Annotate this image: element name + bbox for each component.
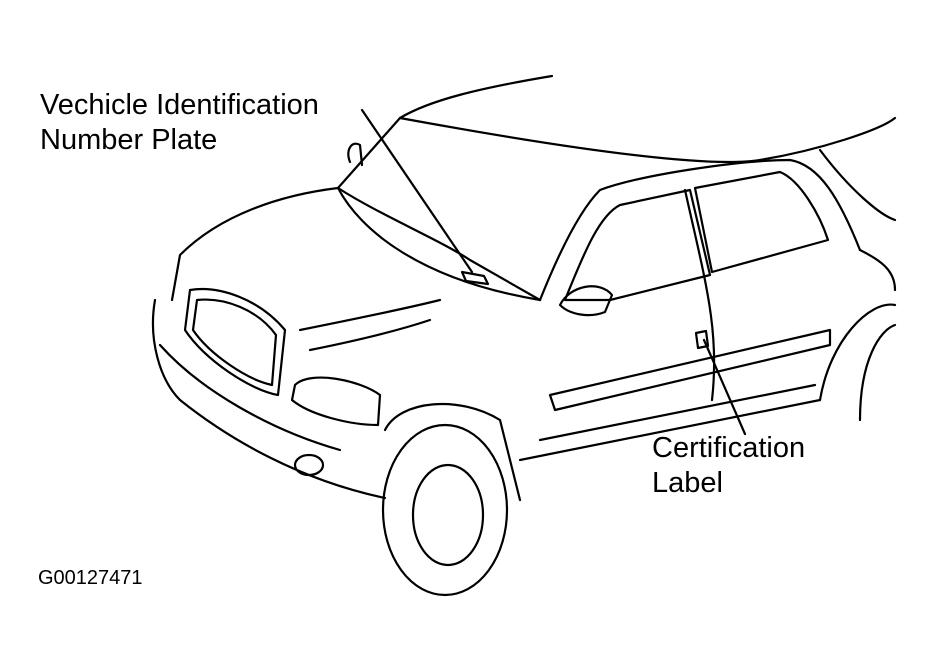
- certification-label: Certification Label: [652, 431, 805, 501]
- rocker-panel: [518, 383, 822, 462]
- front-tire: [381, 423, 509, 597]
- certification-label-line1: Certification: [652, 432, 806, 464]
- side-mirror: [558, 285, 614, 317]
- front-door-window: [563, 188, 712, 302]
- mirror-left: [347, 142, 364, 167]
- rear-wheel: [818, 303, 897, 422]
- front-rim: [411, 463, 485, 567]
- headlight: [290, 376, 382, 427]
- vin-plate-label: Vechicle Identification Number Plate: [40, 88, 319, 158]
- hood-crease: [298, 298, 442, 352]
- a-pillar: [538, 158, 862, 302]
- door-seam: [683, 188, 716, 402]
- roof-line: [336, 74, 554, 190]
- fog-light: [293, 453, 325, 477]
- figure-code: G00127471: [38, 567, 143, 589]
- vin-plate-marker: [460, 270, 490, 286]
- grille: [183, 288, 287, 397]
- windshield-base: [336, 186, 542, 302]
- vin-plate-label-line2: Number Plate: [40, 124, 218, 156]
- front-fender: [383, 402, 522, 502]
- front-bumper: [151, 298, 387, 500]
- body-side-molding: [548, 328, 832, 412]
- certification-leader-line: [702, 338, 747, 436]
- roof-rail: [398, 116, 897, 164]
- certification-label-line2: Label: [652, 467, 723, 499]
- rear-body: [818, 148, 897, 292]
- vin-plate-label-line1: Vechicle Identification: [40, 89, 319, 121]
- rear-door-window: [693, 170, 830, 274]
- grille-inner: [191, 298, 278, 387]
- vin-leader-line: [360, 108, 474, 274]
- certification-label-marker: [694, 329, 710, 350]
- hood: [170, 186, 542, 302]
